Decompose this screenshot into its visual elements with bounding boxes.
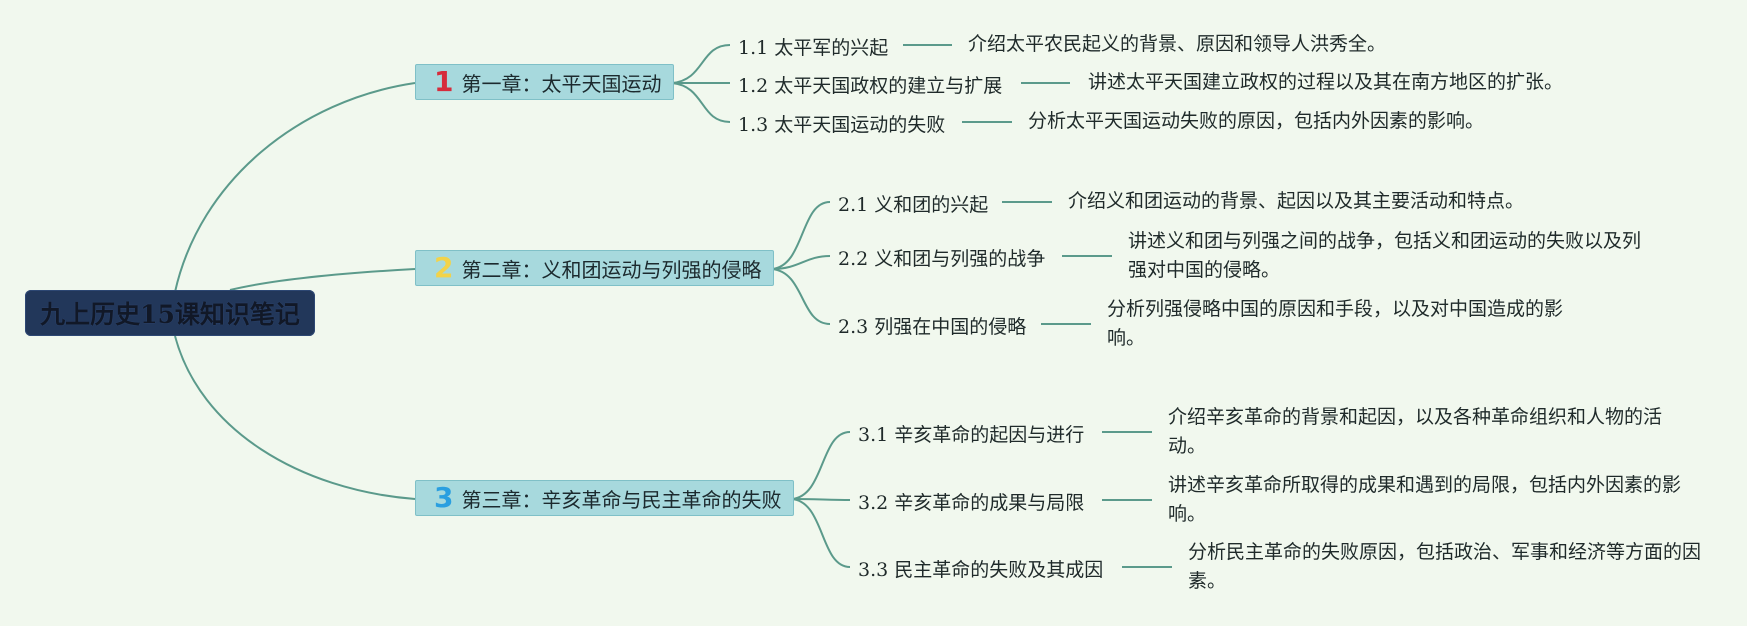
chapter-1-node[interactable]: 1 第一章：太平天国运动 [415,64,675,100]
connector-ch2-topic-1 [771,201,831,270]
desc-3-1: 介绍辛亥革命的背景和起因，以及各种革命组织和人物的活动。 [1168,406,1663,457]
topic-3-2[interactable]: 3.2 辛亥革命的成果与局限 [858,492,1085,514]
topic-2-3[interactable]: 2.3 列强在中国的侵略 [838,316,1027,338]
desc-2-1: 介绍义和团运动的背景、起因以及其主要活动和特点。 [1068,190,1525,212]
desc-1-3: 分析太平天国运动失败的原因，包括内外因素的影响。 [1028,110,1485,132]
connector-ch3-topic-1 [791,431,851,500]
chapter-3-label: 第三章：辛亥革命与民主革命的失败 [461,487,782,512]
desc-2-3: 分析列强侵略中国的原因和手段，以及对中国造成的影响。 [1107,298,1564,349]
connector-root-chapter-2 [229,268,416,291]
root-node[interactable]: 九上历史15课知识笔记 [25,290,315,336]
connector-root-chapter-1 [174,82,416,293]
root-title: 九上历史15课知识笔记 [40,300,300,329]
desc-1-2: 讲述太平天国建立政权的过程以及其在南方地区的扩张。 [1088,71,1564,93]
connector-ch1-topic-3 [671,82,731,123]
chapter-2-node[interactable]: 2 第二章：义和团运动与列强的侵略 [415,250,775,286]
topic-2-1[interactable]: 2.1 义和团的兴起 [838,194,989,216]
chapter-2-label: 第二章：义和团运动与列强的侵略 [461,257,762,282]
chapter-3-node[interactable]: 3 第三章：辛亥革命与民主革命的失败 [415,480,795,516]
topic-1-1[interactable]: 1.1 太平军的兴起 [738,37,889,59]
topic-3-3[interactable]: 3.3 民主革命的失败及其成因 [858,559,1104,581]
connector-root-chapter-3 [174,335,416,500]
chapter-2-number: 2 [434,251,454,284]
topic-2-2[interactable]: 2.2 义和团与列强的战争 [838,248,1046,270]
connector-ch2-topic-2 [771,255,831,270]
desc-1-1: 介绍太平农民起义的背景、原因和领导人洪秀全。 [968,33,1387,55]
connector-ch3-topic-3 [791,498,851,568]
connector-ch3-topic-2 [791,498,851,501]
connector-ch1-topic-1 [671,44,731,84]
desc-3-3: 分析民主革命的失败原因，包括政治、军事和经济等方面的因素。 [1188,541,1702,592]
topic-3-1[interactable]: 3.1 辛亥革命的起因与进行 [858,424,1085,446]
connector-ch2-topic-3 [771,268,831,325]
desc-2-2: 讲述义和团与列强之间的战争，包括义和团运动的失败以及列强对中国的侵略。 [1128,230,1642,281]
topic-1-2[interactable]: 1.2 太平天国政权的建立与扩展 [738,75,1003,97]
topic-1-3[interactable]: 1.3 太平天国运动的失败 [738,114,946,136]
chapter-1-number: 1 [434,65,454,98]
desc-3-2: 讲述辛亥革命所取得的成果和遇到的局限，包括内外因素的影响。 [1168,474,1682,525]
chapter-3-number: 3 [434,481,454,514]
chapter-1-label: 第一章：太平天国运动 [461,71,662,96]
